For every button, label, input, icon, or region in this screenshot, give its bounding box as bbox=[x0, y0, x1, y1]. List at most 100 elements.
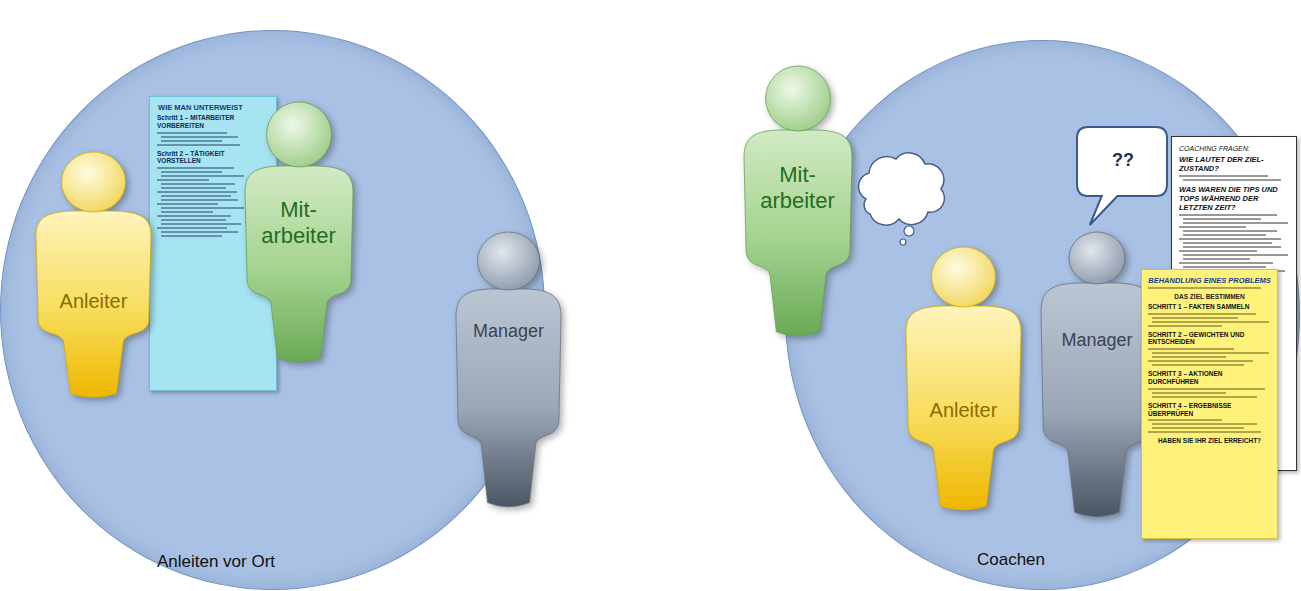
text-line-placeholder bbox=[1152, 423, 1257, 425]
text-line-placeholder bbox=[1148, 348, 1234, 350]
person-head bbox=[62, 152, 126, 212]
thought-dot bbox=[900, 239, 906, 245]
text-row: Schritt 1 – MITARBEITER VORBEREITEN bbox=[157, 114, 244, 146]
text-line-placeholder bbox=[157, 179, 209, 181]
person-head bbox=[478, 232, 540, 290]
person-figure: Mit- arbeiter bbox=[245, 101, 353, 366]
scene-label: Coachen bbox=[977, 550, 1045, 570]
text-row: Anleiten vor Ort bbox=[157, 552, 275, 572]
text-line-placeholder bbox=[161, 187, 226, 189]
text-line-placeholder bbox=[1152, 317, 1238, 319]
card-text: SCHRITT 3 – AKTIONEN DURCHFÜHREN bbox=[1148, 370, 1271, 386]
person-head bbox=[1069, 232, 1125, 284]
text-row: COACHING FRAGEN: bbox=[1179, 145, 1290, 153]
person-figure: Manager bbox=[456, 231, 561, 511]
card-text: Schritt 2 – TÄTIGKEIT VORSTELLEN bbox=[157, 150, 244, 166]
problem-card: BEHANDLUNG EINES PROBLEMS DAS ZIEL BESTIM… bbox=[1141, 269, 1278, 539]
text-line-placeholder bbox=[157, 203, 218, 205]
speech-bubble-path bbox=[1077, 127, 1167, 225]
text-line-placeholder bbox=[1179, 214, 1277, 216]
text-line-placeholder bbox=[1152, 356, 1226, 358]
person-figure: Anleiter bbox=[36, 151, 151, 401]
card-text: DAS ZIEL BESTIMMEN bbox=[1148, 293, 1271, 301]
person-body bbox=[1041, 283, 1153, 517]
scene-label: Anleiten vor Ort bbox=[157, 552, 275, 572]
text-line-placeholder bbox=[1148, 313, 1256, 315]
text-line-placeholder bbox=[157, 227, 227, 229]
text-line-placeholder bbox=[1183, 234, 1266, 236]
text-line-placeholder bbox=[1183, 218, 1261, 220]
person-head bbox=[765, 66, 830, 131]
text-line-placeholder bbox=[161, 231, 238, 233]
card-text: Schritt 1 – MITARBEITER VORBEREITEN bbox=[157, 114, 244, 130]
person-label: Manager bbox=[1061, 330, 1132, 352]
card-text: HABEN SIE IHR ZIEL ERREICHT? bbox=[1148, 437, 1271, 445]
text-row: WIE LAUTET DER ZIEL-ZUSTAND? bbox=[1179, 155, 1290, 181]
text-line-placeholder bbox=[161, 175, 244, 177]
text-row: Manager bbox=[472, 321, 546, 343]
person-body bbox=[744, 130, 852, 336]
text-line-placeholder bbox=[161, 211, 213, 213]
person-label: Mit- arbeiter bbox=[753, 162, 843, 215]
text-line-placeholder bbox=[1148, 431, 1261, 433]
text-line-placeholder bbox=[161, 207, 244, 209]
text-line-placeholder bbox=[157, 167, 234, 169]
person-shape bbox=[36, 151, 151, 401]
text-row: SCHRITT 3 – AKTIONEN DURCHFÜHREN bbox=[1148, 370, 1271, 398]
text-line-placeholder bbox=[1152, 392, 1226, 394]
text-row: SCHRITT 1 – FAKTEN SAMMELN bbox=[1148, 303, 1271, 327]
scene-circle: Coachen?? Anleiter Manager COACHING FRAGEN:… bbox=[785, 40, 1300, 590]
text-row: DAS ZIEL BESTIMMEN bbox=[1148, 293, 1271, 301]
text-row: Schritt 2 – TÄTIGKEIT VORSTELLEN bbox=[157, 150, 244, 238]
text-line-placeholder bbox=[1152, 352, 1269, 354]
text-line-placeholder bbox=[1179, 226, 1246, 228]
text-row: Mit- arbeiter bbox=[752, 162, 844, 215]
person-body bbox=[245, 166, 353, 362]
person-head bbox=[266, 102, 331, 167]
text-row: BEHANDLUNG EINES PROBLEMS bbox=[1148, 276, 1271, 289]
text-line-placeholder bbox=[1152, 396, 1257, 398]
text-row: HABEN SIE IHR ZIEL ERREICHT? bbox=[1148, 437, 1271, 445]
speech-bubble-outline bbox=[1076, 126, 1168, 226]
text-line-placeholder bbox=[161, 195, 231, 197]
text-line-placeholder bbox=[1179, 238, 1281, 240]
text-line-placeholder bbox=[157, 144, 240, 146]
card-text: SCHRITT 2 – GEWICHTEN UND ENTSCHEIDEN bbox=[1148, 331, 1271, 347]
text-line-placeholder bbox=[1148, 325, 1222, 327]
person-body bbox=[456, 289, 561, 507]
text-row: SCHRITT 4 – ERGEBNISSE ÜBERPRÜFEN bbox=[1148, 402, 1271, 434]
text-row: Coachen bbox=[977, 550, 1045, 570]
text-row: Anleiter bbox=[59, 289, 129, 313]
text-line-placeholder bbox=[1152, 364, 1244, 366]
person-figure: Mit- arbeiter bbox=[744, 65, 852, 340]
person-label: Manager bbox=[473, 321, 544, 343]
card-text: COACHING FRAGEN: bbox=[1179, 145, 1290, 153]
thought-bubble bbox=[851, 149, 961, 259]
text-row: WAS WAREN DIE TIPS UND TOPS WÄHREND DER … bbox=[1179, 185, 1290, 276]
text-row: ?? bbox=[1111, 150, 1135, 172]
thought-cloud bbox=[858, 153, 944, 225]
text-line-placeholder bbox=[161, 223, 241, 225]
person-figure: Anleiter bbox=[906, 246, 1021, 514]
person-shape bbox=[1041, 231, 1153, 521]
person-figure: Manager bbox=[1041, 231, 1153, 521]
text-line-placeholder bbox=[1152, 321, 1269, 323]
text-row: WIE MAN UNTERWEIST bbox=[157, 103, 244, 112]
text-line-placeholder bbox=[1148, 287, 1261, 289]
person-shape bbox=[456, 231, 561, 511]
text-line-placeholder bbox=[1183, 179, 1281, 181]
text-line-placeholder bbox=[1148, 419, 1222, 421]
card-text: BEHANDLUNG EINES PROBLEMS bbox=[1148, 276, 1271, 285]
person-head bbox=[932, 247, 996, 307]
person-shape bbox=[906, 246, 1021, 514]
text-line-placeholder bbox=[1183, 230, 1277, 232]
text-row: SCHRITT 2 – GEWICHTEN UND ENTSCHEIDEN bbox=[1148, 331, 1271, 367]
person-label: Anleiter bbox=[60, 289, 128, 313]
text-row: Mit- arbeiter bbox=[253, 197, 345, 250]
card-text: SCHRITT 1 – FAKTEN SAMMELN bbox=[1148, 303, 1271, 311]
text-line-placeholder bbox=[157, 132, 227, 134]
scene-circle: Anleiten vor Ort WIE MAN UNTERWEIST Schrit… bbox=[0, 30, 545, 590]
text-line-placeholder bbox=[157, 215, 231, 217]
thought-dot bbox=[904, 226, 914, 236]
